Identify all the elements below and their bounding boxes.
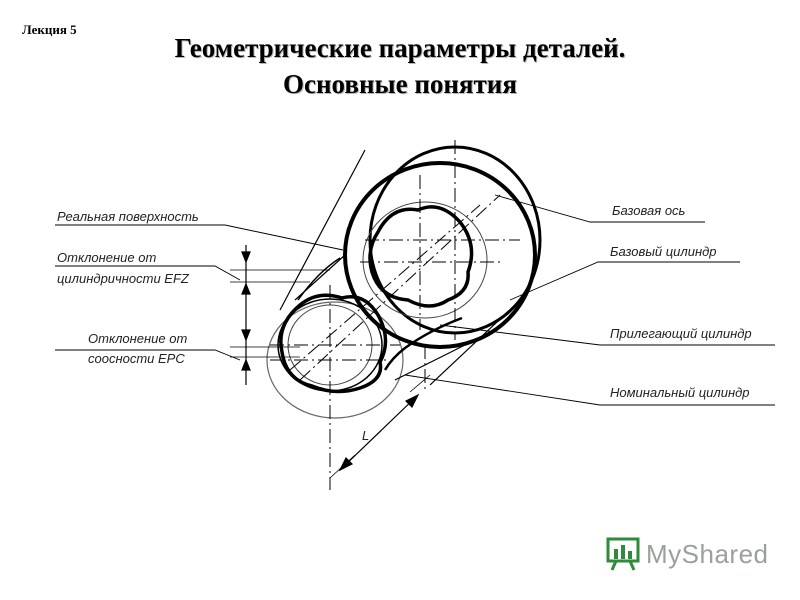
label-real-surface: Реальная поверхность — [57, 209, 199, 224]
nominal-cylinder — [266, 145, 542, 419]
logo-text: MyShared — [646, 538, 769, 569]
label-base-axis: Базовая ось — [612, 203, 686, 218]
chart-icon — [606, 537, 640, 571]
label-nominal-cylinder: Номинальный цилиндр — [610, 385, 750, 400]
title-line-2: Основные понятия — [283, 69, 517, 99]
label-coaxiality-deviation-2: соосности EPC — [88, 351, 185, 366]
lecture-label: Лекция 5 — [22, 22, 77, 37]
myshared-logo: MyShared — [606, 536, 769, 572]
slide-title: Геометрические параметры деталей. Основн… — [0, 30, 800, 102]
dimension-arrows — [230, 245, 330, 385]
label-coaxiality-deviation-1: Отклонение от — [88, 331, 187, 346]
center-lines — [270, 140, 520, 490]
leader-lines — [55, 194, 775, 406]
label-cylindricity-deviation-1: Отклонение от — [57, 250, 156, 265]
length-label: L — [362, 428, 369, 443]
title-line-1: Геометрические параметры деталей. — [174, 33, 626, 63]
real-surface — [279, 205, 474, 394]
label-base-cylinder: Базовый цилиндр — [610, 244, 717, 259]
length-dimension — [329, 374, 431, 479]
label-adjacent-cylinder: Прилегающий цилиндр — [610, 326, 752, 341]
label-cylindricity-deviation-2: цилиндричности EFZ — [57, 271, 190, 286]
